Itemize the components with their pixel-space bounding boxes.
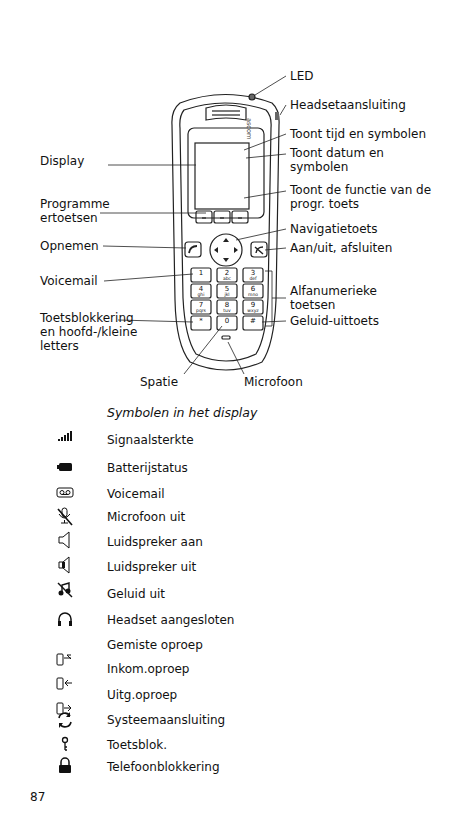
key-legend: 8 [217,301,237,309]
key-legend: 6 [243,285,263,293]
legend-text: Geluid uit [107,587,165,601]
callout-label: Toetsblokkering en hoofd-/kleine letters [40,311,152,354]
key-legend: ghi [191,292,211,297]
key-legend: abc [217,276,237,281]
callout-label: Toont de functie van de progr. toets [290,183,440,211]
key-legend: 7 [191,301,211,309]
legend-text: Headset aangesloten [107,613,234,627]
legend-text: Uitg.oproep [107,688,177,702]
legend-text: Gemiste oproep [107,638,203,652]
legend-text: Inkom.oproep [107,662,189,676]
page-number: 87 [30,790,45,804]
callout-label: Toont tijd en symbolen [290,127,426,141]
callout-label: Aan/uit, afsluiten [290,241,392,255]
key-legend: 4 [191,285,211,293]
callout-label: Voicemail [40,274,98,288]
key-legend: mno [243,292,263,297]
callout-label: Microfoon [244,375,303,389]
key-legend: # [243,317,263,325]
key-legend: 0 [217,317,237,325]
key-legend: 5 [217,285,237,293]
legend-text: Telefoonblokkering [107,760,220,774]
section-heading: Symbolen in het display [107,406,257,421]
callout-label: Geluid-uittoets [290,314,379,328]
legend-text: Toetsblok. [107,738,167,752]
callout-label: Programme ertoetsen [40,197,120,225]
legend-text: Signaalsterkte [107,433,194,447]
callout-label: Alfanumerieke toetsen [290,284,396,312]
key-legend: jkl [217,292,237,297]
key-legend: wxyz [243,308,263,313]
callout-label: Display [40,154,84,168]
callout-label: Spatie [140,375,178,389]
callout-label: Navigatietoets [290,222,378,236]
key-legend: pqrs [191,308,211,313]
key-legend: tuv [217,308,237,313]
callout-label: Opnemen [40,239,99,253]
key-legend: 1 [191,269,211,277]
legend-text: Batterijstatus [107,461,188,475]
callout-label: Toont datum en symbolen [290,146,408,174]
key-legend: def [243,276,263,281]
legend-text: Luidspreker uit [107,560,196,574]
brand-logo: ascom [244,118,252,139]
key-legend: 9 [243,301,263,309]
key-legend: 3 [243,269,263,277]
legend-text: Systeemaansluiting [107,713,225,727]
key-legend: 2 [217,269,237,277]
key-legend: * [191,317,211,325]
legend-text: Luidspreker aan [107,535,203,549]
callout-label: LED [290,69,314,83]
legend-text: Voicemail [107,487,165,501]
legend-text: Microfoon uit [107,510,185,524]
callout-label: Headsetaansluiting [290,98,406,112]
